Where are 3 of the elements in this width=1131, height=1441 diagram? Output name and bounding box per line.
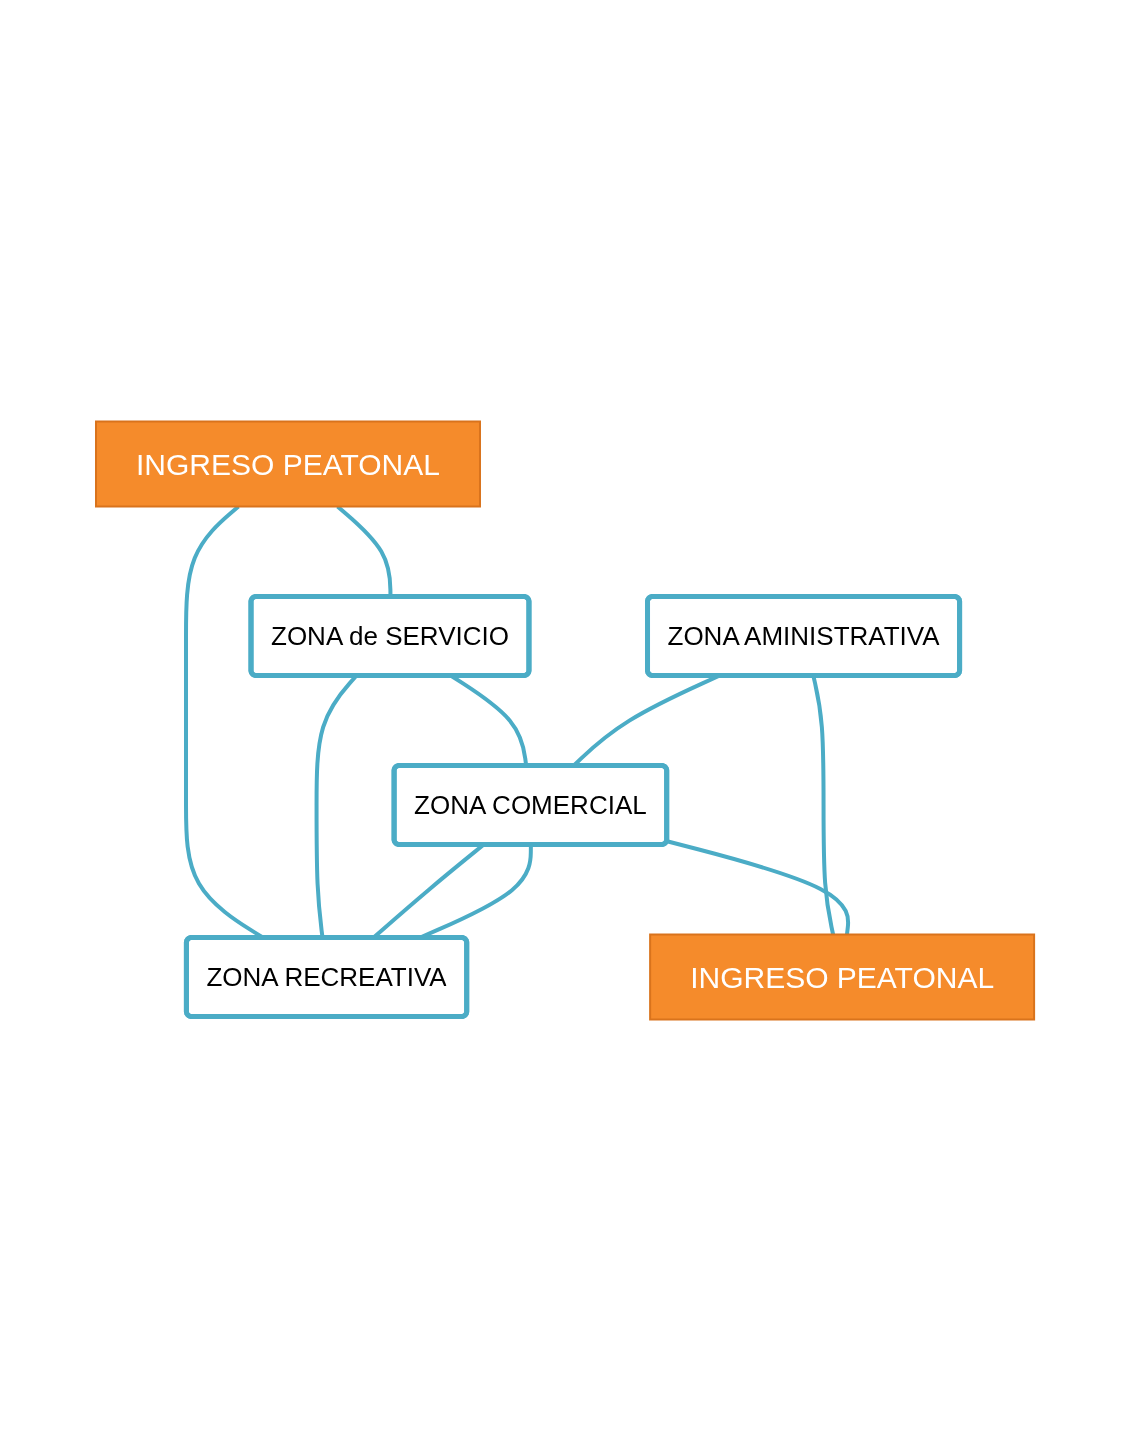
node-box: INGRESO PEATONAL bbox=[95, 420, 482, 508]
connector bbox=[666, 839, 851, 935]
node-box: INGRESO PEATONAL bbox=[649, 933, 1036, 1021]
